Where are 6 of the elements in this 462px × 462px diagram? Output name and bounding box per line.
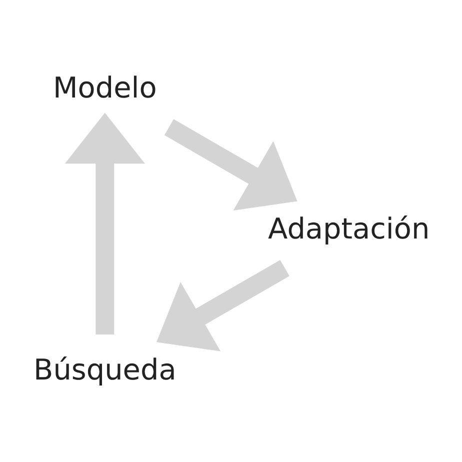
arrow [64,112,145,334]
node-text: Búsqueda [34,352,176,386]
arrow [164,119,298,210]
node-text: Adaptación [268,212,430,246]
arrow [156,260,290,352]
node-text: Modelo [53,70,157,105]
